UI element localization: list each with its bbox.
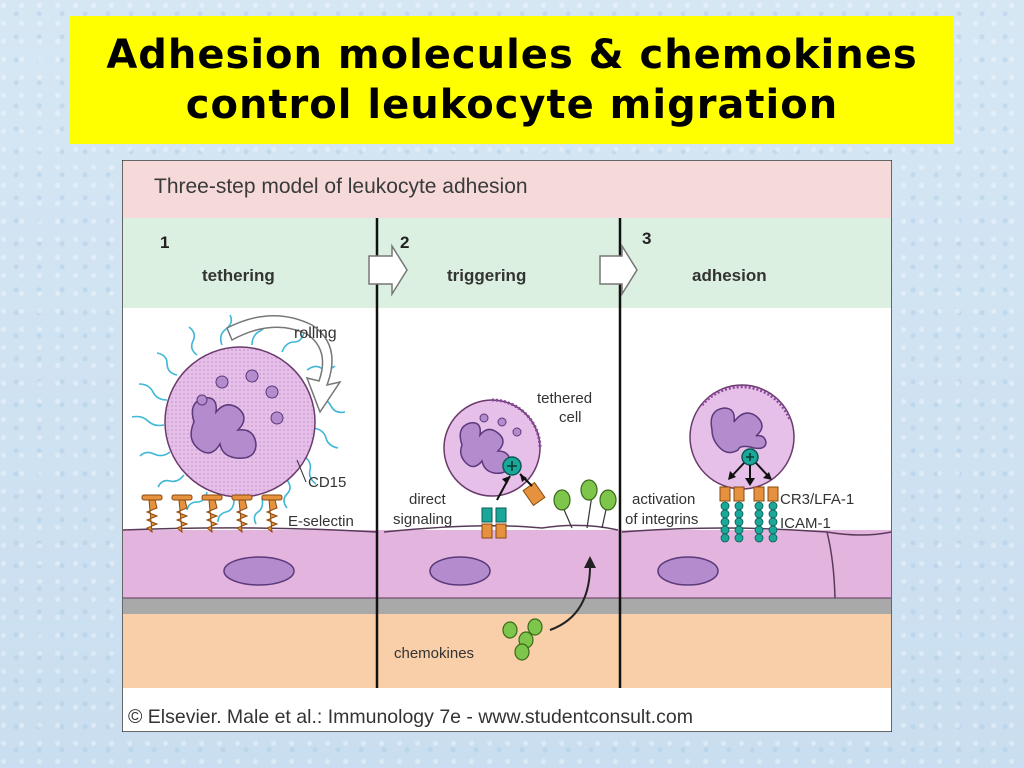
slide-title-box: Adhesion molecules & chemokines control …: [70, 16, 954, 144]
activation-label-line2: of integrins: [625, 511, 698, 528]
chemokines-label: chemokines: [394, 645, 474, 662]
rolling-arrow-icon: [226, 315, 342, 414]
activation-label-line1: activation: [632, 491, 695, 508]
direct-signaling-line1: direct: [409, 491, 447, 508]
step-1-name: tethering: [202, 266, 275, 285]
step-arrow-1-icon: [368, 243, 408, 297]
rolling-label: rolling: [294, 325, 337, 342]
tethered-label-line1: tethered: [537, 390, 592, 407]
surface-chemokines: [553, 479, 617, 529]
integrin-molecules: [719, 486, 779, 543]
slide-title-line-2: control leukocyte migration: [185, 82, 839, 128]
cd15-label: CD15: [308, 474, 346, 491]
step-band: [123, 218, 891, 308]
leukocyte-adhesion-figure: Three-step model of leukocyte adhesion 1…: [121, 159, 893, 733]
basement-membrane: [123, 598, 891, 614]
endothelial-nucleus-3: [657, 556, 719, 586]
chemokine-diffusion-arrow-icon: [549, 559, 592, 631]
direct-signaling-line2: signaling: [393, 511, 452, 528]
icam1-label: ICAM-1: [780, 515, 831, 532]
tethered-leukocyte: [443, 398, 542, 497]
endothelial-nucleus-2: [429, 556, 491, 586]
step-3-number: 3: [642, 229, 651, 248]
adherent-leukocyte: [689, 384, 795, 490]
tethered-label-line2: cell: [559, 409, 582, 426]
step-arrow-2-icon: [599, 243, 638, 297]
figure-header-text: Three-step model of leukocyte adhesion: [154, 175, 528, 198]
step-2-number: 2: [400, 233, 409, 252]
credit-line: © Elsevier. Male et al.: Immunology 7e -…: [128, 706, 693, 728]
step-3-name: adhesion: [692, 266, 767, 285]
e-selectin-molecules: [141, 494, 283, 534]
endothelial-nucleus-1: [223, 556, 295, 586]
figure-header-band: [123, 161, 891, 218]
slide-title-line-1: Adhesion molecules & chemokines: [106, 32, 918, 78]
step-2-name: triggering: [447, 266, 526, 285]
rolling-leukocyte: [131, 314, 346, 525]
cr3-lfa1-label: CR3/LFA-1: [780, 491, 854, 508]
step-1-number: 1: [160, 233, 169, 252]
tissue-chemokines: [502, 618, 543, 661]
e-selectin-label: E-selectin: [288, 513, 354, 530]
